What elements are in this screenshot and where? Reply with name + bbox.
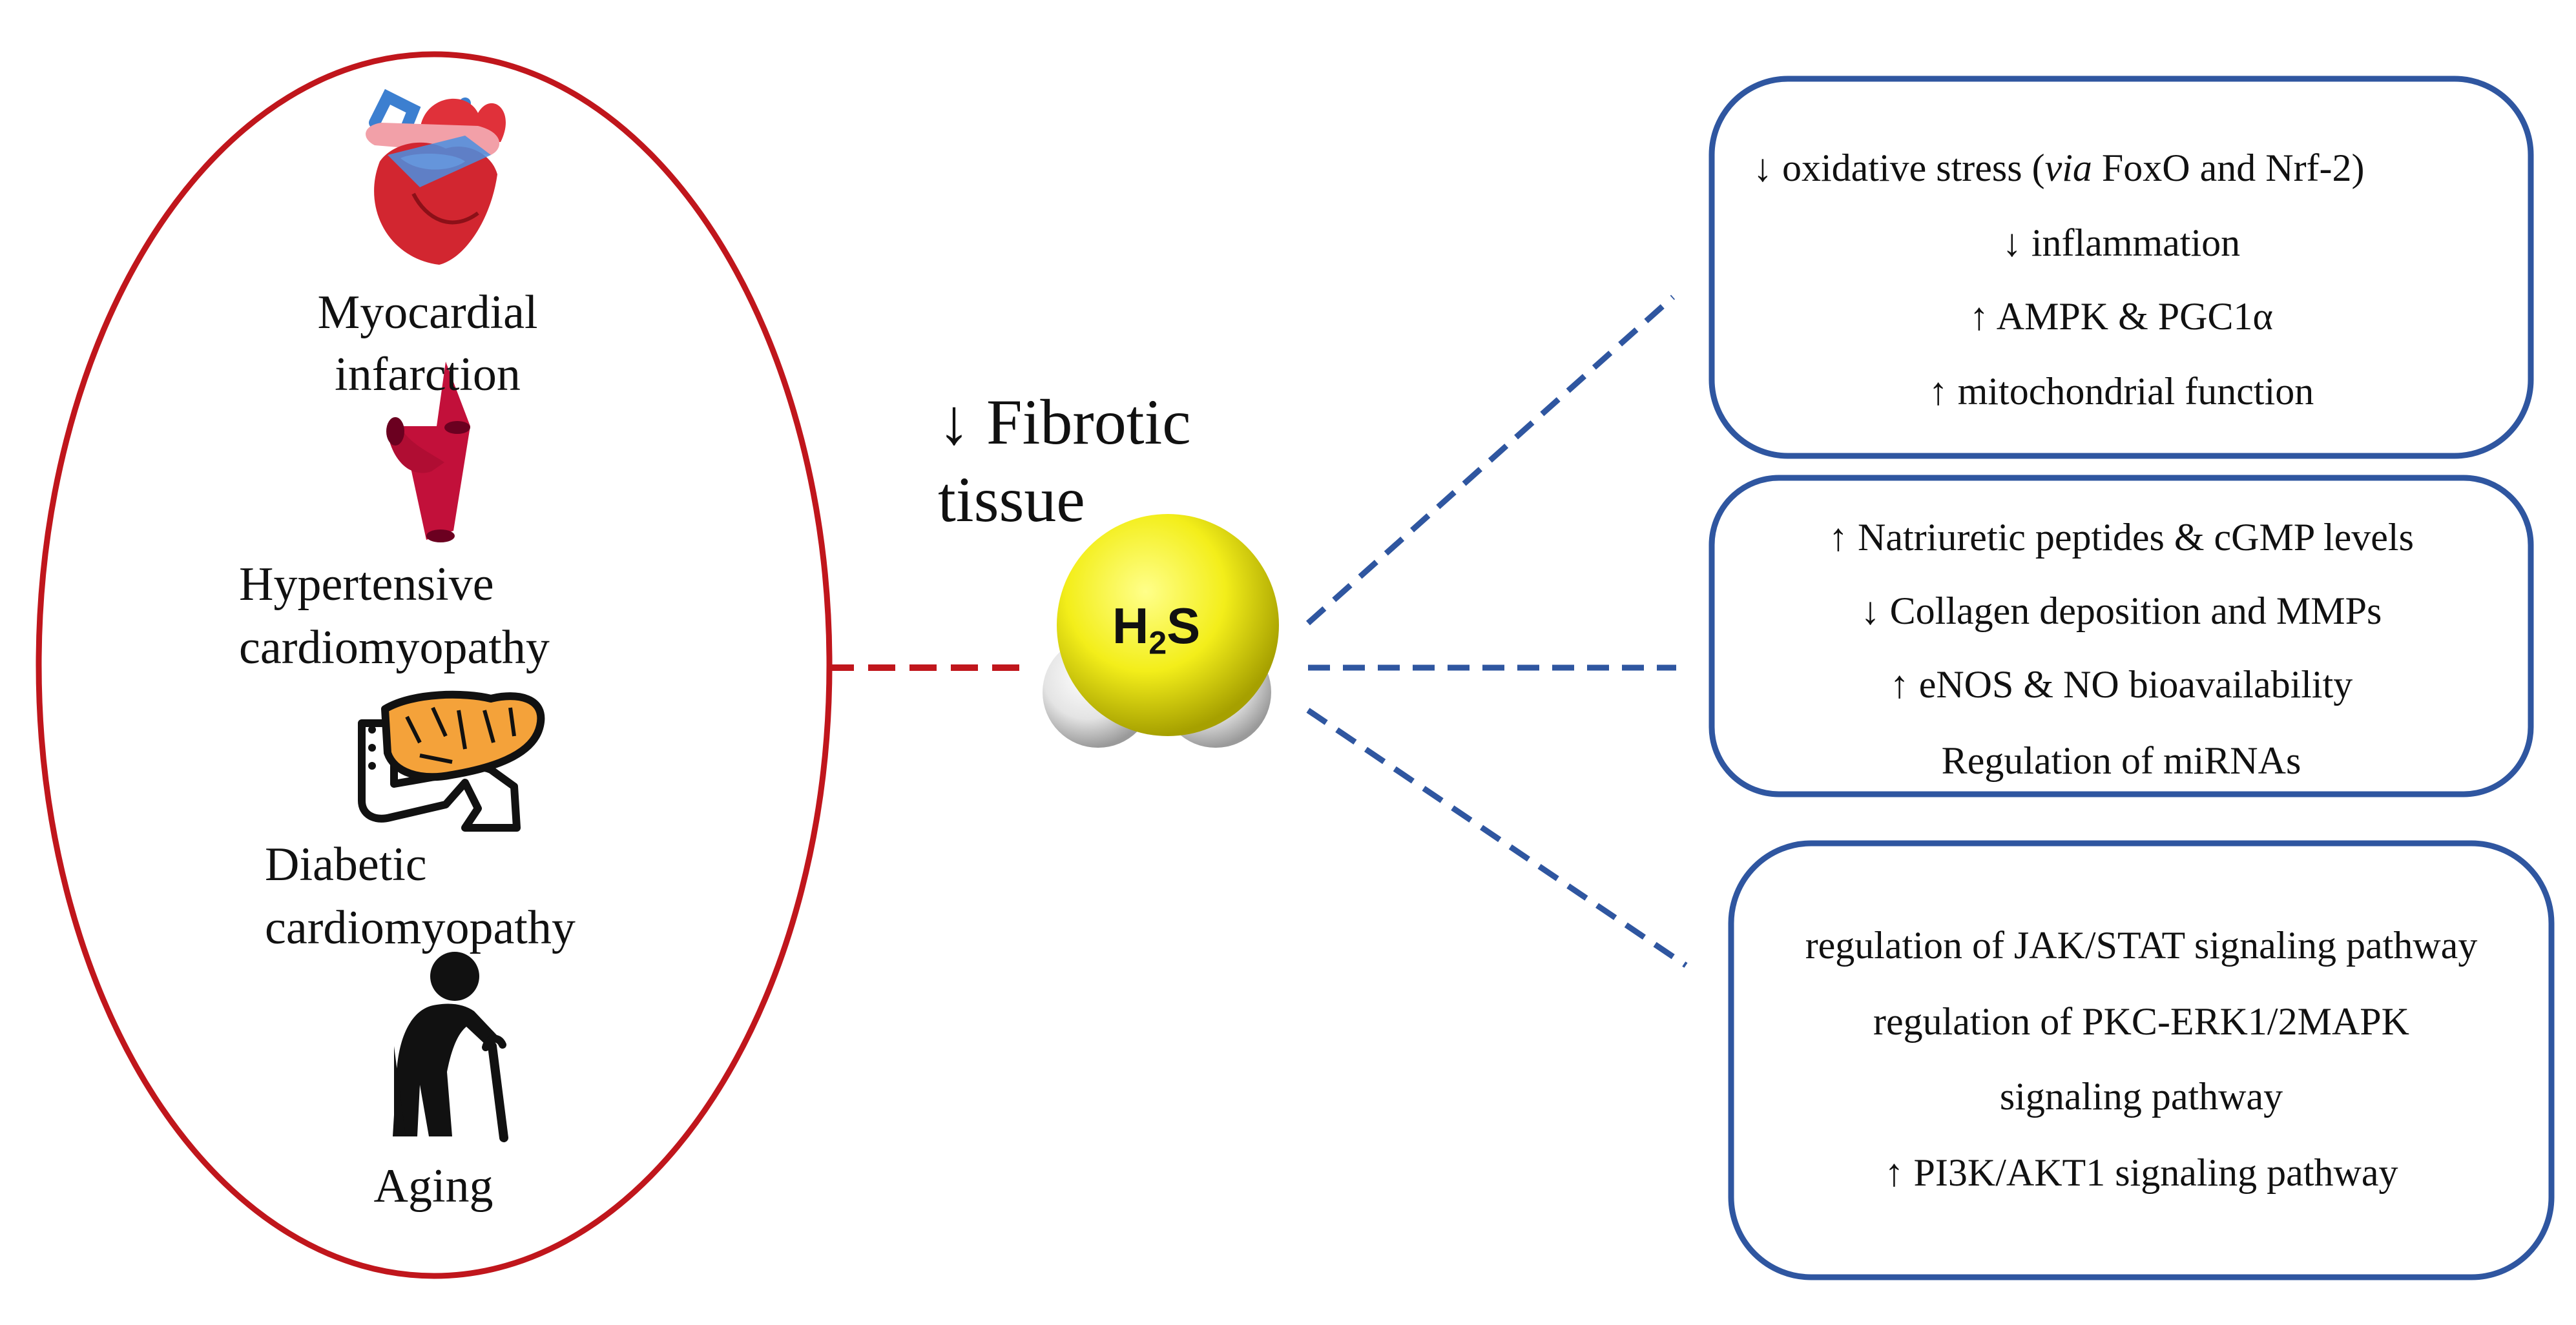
h2s-molecule-icon <box>1043 514 1279 748</box>
box2-line-1: ↑ Natriuretic peptides & cGMP levels <box>1829 516 2414 559</box>
fibrotic-tissue-label: ↓ Fibrotic tissue <box>938 386 1191 535</box>
condition-label-hypertensive: Hypertensive cardiomyopathy <box>239 558 550 674</box>
blue-connector-top <box>1306 294 1675 626</box>
box2-line-3: ↑ eNOS & NO bioavailability <box>1889 663 2353 706</box>
heart-icon <box>366 88 506 265</box>
box1-line-1: ↓ oxidative stress (via FoxO and Nrf-2) <box>1753 147 2365 189</box>
condition-label-diabetic: Diabetic cardiomyopathy <box>265 838 576 954</box>
elderly-person-icon <box>393 952 508 1142</box>
condition-label-aging: Aging <box>373 1160 493 1213</box>
mechanism-box-2 <box>1709 475 2534 797</box>
box1-line-4: ↑ mitochondrial function <box>1928 370 2314 413</box>
artery-icon <box>386 362 470 542</box>
blue-connector-bottom <box>1306 708 1688 968</box>
mechanism-box-1 <box>1709 76 2534 459</box>
condition-label-myocardial: Myocardial infarction <box>317 286 538 401</box>
box3-line-4: ↑ PI3K/AKT1 signaling pathway <box>1884 1151 2398 1194</box>
box2-line-2: ↓ Collagen deposition and MMPs <box>1860 590 2382 632</box>
box1-line-2: ↓ inflammation <box>2002 221 2241 264</box>
h2s-label: H2S <box>1112 597 1201 661</box>
pancreas-icon <box>358 690 545 832</box>
box1-line-3: ↑ AMPK & PGC1α <box>1969 295 2273 338</box>
mechanism-box-3 <box>1728 840 2555 1280</box>
box3-line-3: signaling pathway <box>1999 1075 2283 1118</box>
box3-line-1: regulation of JAK/STAT signaling pathway <box>1805 924 2478 967</box>
box3-line-2: regulation of PKC-ERK1/2MAPK <box>1873 1000 2409 1043</box>
box2-line-4: Regulation of miRNAs <box>1941 739 2301 782</box>
